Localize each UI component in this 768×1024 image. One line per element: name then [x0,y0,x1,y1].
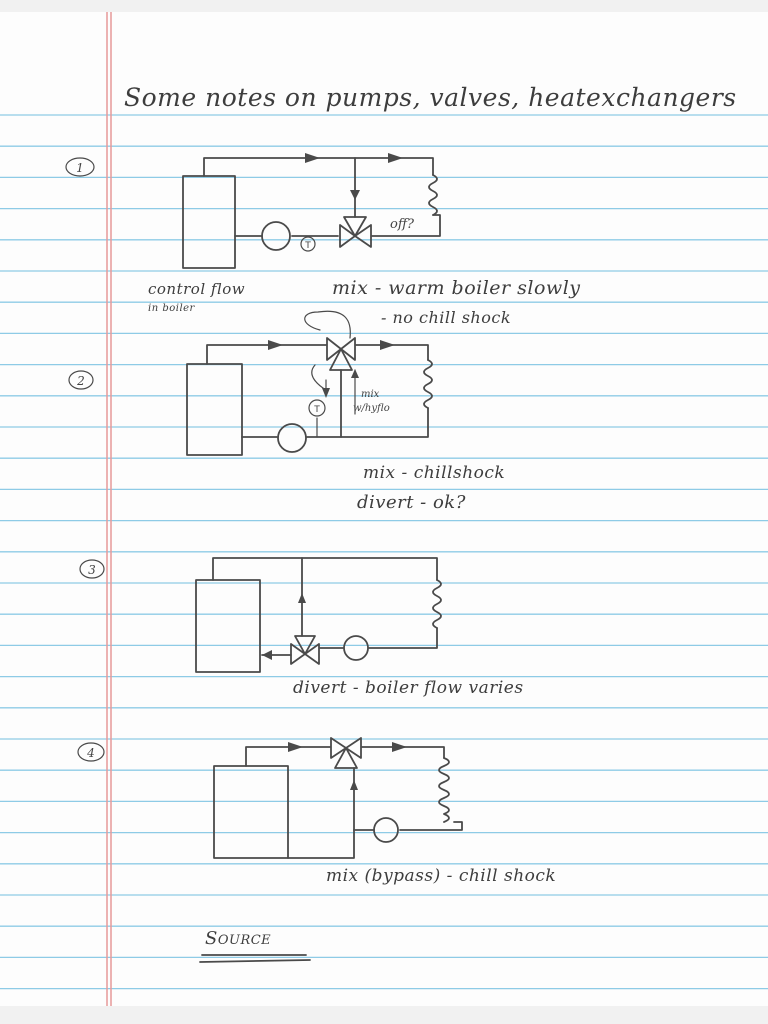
diagram-1: 1 T [65,153,441,269]
return-pipe [399,821,463,831]
diagram-3-caption: divert - boiler flow varies [293,678,524,698]
diagram-1-left-sublabel: in boiler [148,303,195,314]
supply-pipe [203,157,434,177]
flow-arrow [305,153,320,163]
flow-arrow [392,742,407,752]
boiler [195,579,261,673]
pump [343,635,369,661]
sensor-mark: T [304,241,311,251]
boiler [213,765,289,859]
supply-pipe [212,557,438,581]
flow-arrow [262,650,272,660]
page-title: Some notes on pumps, valves, heatexchang… [124,83,737,112]
flow-arrow [288,742,303,752]
flow-arrow [268,340,283,350]
flow-arrow [298,593,306,603]
diagram-4-caption: mix (bypass) - chill shock [326,866,557,886]
boiler [182,175,236,269]
flow-arrow [388,153,403,163]
return-pipe [306,407,429,438]
temperature-sensor [300,236,316,252]
diagram-number: 1 [76,161,84,175]
diagram-1-caption: - no chill shock [381,308,512,327]
diagram-1-caption: mix - warm boiler slowly [332,277,581,299]
heat-exchanger-coil [432,579,442,629]
boiler [186,363,243,456]
sensor-mark: T [313,405,320,415]
circle-number-2 [68,370,94,390]
diagram-2: 2 T [68,310,433,456]
return-pipe [371,214,441,237]
diagram-2-caption: divert - ok? [357,492,466,513]
diagram-number: 4 [86,746,95,760]
flow-arrow [322,388,330,398]
flow-note: w/hyflo [353,403,390,414]
control-loop [304,310,351,339]
ruled-lines [0,114,768,990]
supply-pipe [206,344,327,365]
diagram-2-caption: mix - chillshock [363,463,506,483]
three-way-valve [290,635,320,665]
heat-exchanger-coil [438,757,450,823]
pump [277,423,307,453]
flow-arrow [350,190,360,200]
circle-number-3 [79,559,105,579]
return-pipe [287,829,355,859]
heat-exchanger-coil [428,174,438,216]
control-loop [311,364,327,391]
source-label: Source [205,928,272,949]
three-way-valve [339,216,372,248]
diagram-number: 3 [88,563,96,577]
valve-note: off? [390,217,415,232]
diagram-3: 3 [79,557,442,673]
heat-exchanger-coil [423,359,433,409]
diagram-1-left-label: control flow [148,280,246,298]
flow-arrow [350,780,358,790]
three-way-valve [326,337,356,371]
circle-number-4 [77,742,105,762]
pump [373,817,399,843]
notebook-page [0,12,768,1006]
flow-arrow [351,369,359,378]
diagram-number: 2 [76,374,85,388]
three-way-valve [330,737,362,769]
pump [261,221,291,251]
circle-number-1 [65,157,95,177]
return-pipe [368,627,438,649]
margin-line [106,12,112,1006]
source-underline [199,959,311,963]
supply-pipe [355,344,429,361]
flow-arrow [380,340,395,350]
flow-note: mix [361,389,380,400]
diagram-4: 4 [77,737,463,859]
temperature-sensor [308,399,326,417]
supply-pipe [361,746,445,759]
